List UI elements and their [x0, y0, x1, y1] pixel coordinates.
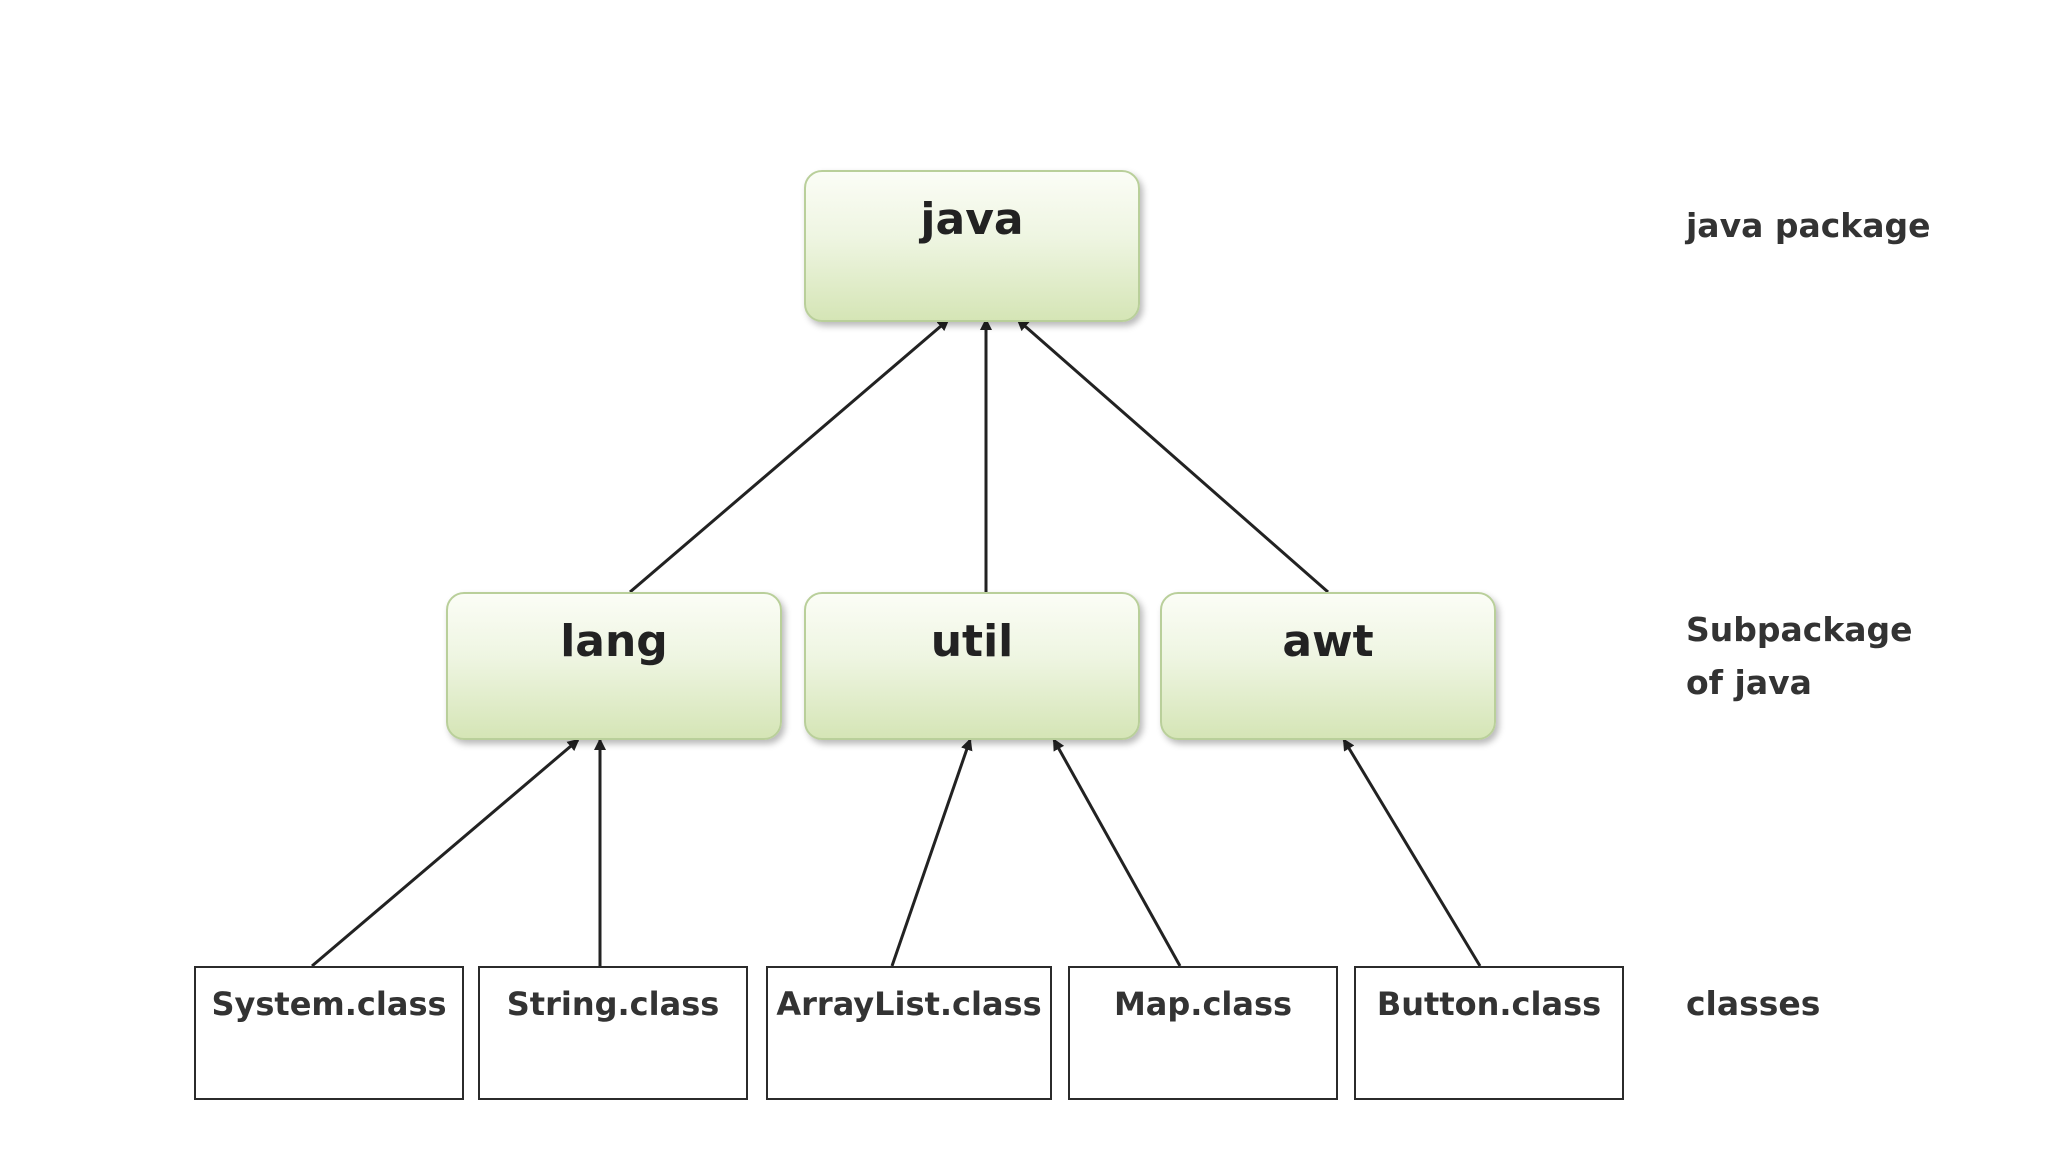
util-subpackage-label: util	[930, 616, 1014, 667]
arrow-system-to-lang	[311, 738, 580, 968]
java-package-side-label: java package	[1686, 200, 1931, 253]
util-subpackage-box: util	[804, 592, 1140, 740]
map-class-label: Map.class	[1113, 985, 1293, 1023]
classes-side-label: classes	[1686, 978, 1820, 1031]
lang-subpackage-box: lang	[446, 592, 782, 740]
arraylist-class-label: ArrayList.class	[776, 985, 1042, 1023]
system-class-box: System.class	[194, 966, 464, 1100]
lang-subpackage-label: lang	[560, 616, 668, 667]
java-package-box: java	[804, 170, 1140, 322]
map-class-box: Map.class	[1068, 966, 1338, 1100]
subpackage-text-line1: Subpackage	[1686, 610, 1913, 649]
subpackage-side-label: Subpackage of java	[1686, 604, 1913, 710]
java-package-text: java package	[1686, 206, 1931, 245]
classes-text: classes	[1686, 984, 1821, 1023]
subpackage-text-line2: of java	[1686, 662, 1812, 702]
string-class-box: String.class	[478, 966, 748, 1100]
arrow-lang-to-java	[629, 318, 950, 594]
button-class-label: Button.class	[1376, 985, 1602, 1023]
arrow-arraylist-to-util	[890, 738, 973, 967]
java-package-label: java	[920, 194, 1024, 245]
awt-subpackage-box: awt	[1160, 592, 1496, 740]
awt-subpackage-label: awt	[1282, 616, 1374, 667]
arrow-awt-to-java	[1016, 318, 1329, 594]
button-class-box: Button.class	[1354, 966, 1624, 1100]
arraylist-class-box: ArrayList.class	[766, 966, 1052, 1100]
system-class-label: System.class	[211, 985, 447, 1023]
arrow-map-to-util	[1052, 738, 1182, 967]
string-class-label: String.class	[506, 985, 720, 1023]
arrow-button-to-awt	[1342, 738, 1482, 967]
